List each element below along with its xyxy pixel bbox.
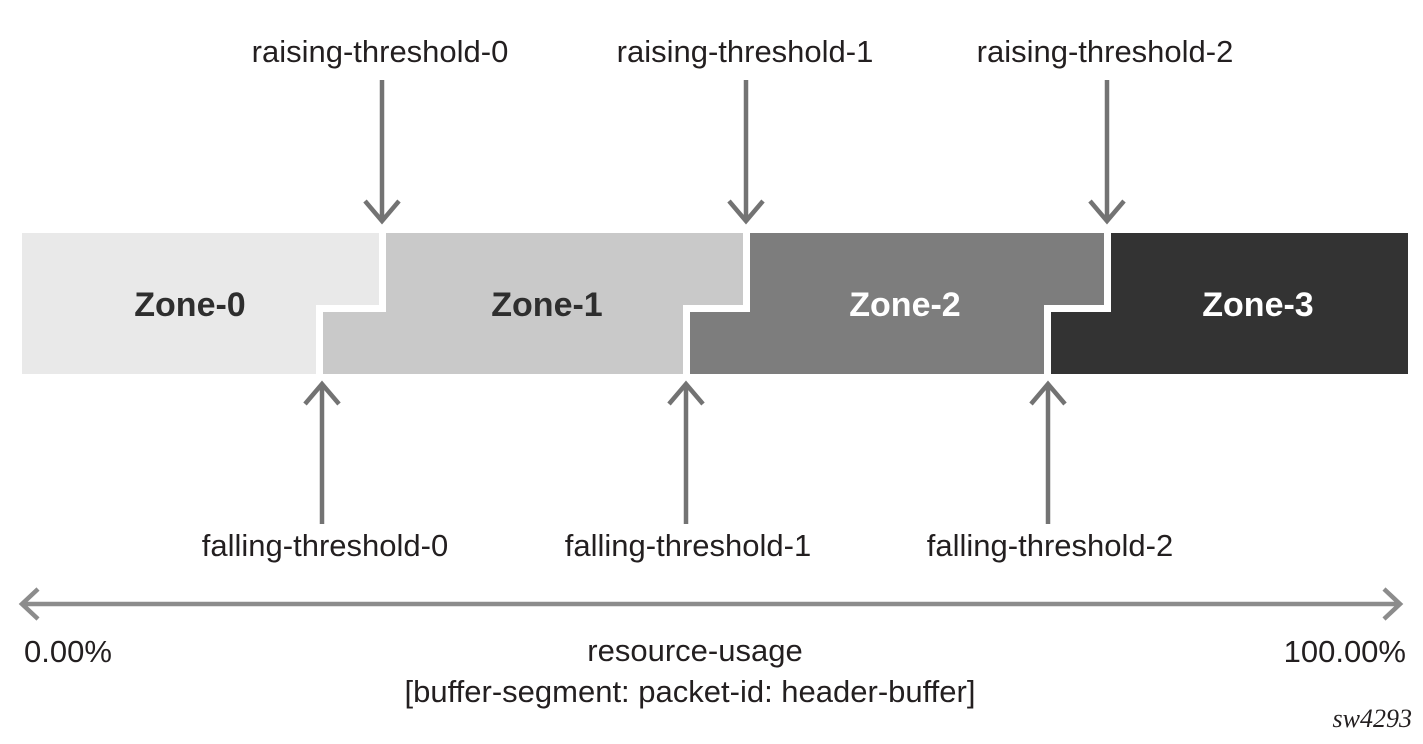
falling-threshold-2-arrow-icon — [1029, 380, 1067, 524]
raising-threshold-1-arrow-icon — [727, 80, 765, 225]
falling-threshold-2-label: falling-threshold-2 — [927, 528, 1173, 563]
axis-labels: 0.00% 100.00% resource-usage [buffer-seg… — [24, 633, 1412, 733]
zone-2-region — [690, 233, 1104, 374]
raising-threshold-1-label: raising-threshold-1 — [617, 34, 874, 69]
raising-threshold-arrows — [363, 80, 1126, 225]
falling-threshold-0-label: falling-threshold-0 — [202, 528, 448, 563]
axis-min-label: 0.00% — [24, 634, 112, 669]
raising-threshold-2-label: raising-threshold-2 — [977, 34, 1234, 69]
figure-watermark: sw4293 — [1333, 704, 1412, 733]
zone-3-region — [1051, 233, 1408, 374]
raising-threshold-0-label: raising-threshold-0 — [252, 34, 509, 69]
raising-threshold-0-arrow-icon — [363, 80, 401, 225]
zone-1-label: Zone-1 — [491, 286, 602, 324]
threshold-labels: raising-threshold-0 raising-threshold-1 … — [202, 34, 1234, 563]
zone-bar: Zone-0 Zone-1 Zone-2 Zone-3 — [22, 233, 1408, 374]
zone-1-region — [323, 233, 743, 374]
resource-usage-axis — [18, 587, 1404, 621]
zone-3-label: Zone-3 — [1202, 286, 1313, 324]
axis-subtitle: [buffer-segment: packet-id: header-buffe… — [405, 674, 976, 709]
raising-threshold-2-arrow-icon — [1088, 80, 1126, 225]
axis-double-arrow-icon — [18, 587, 1404, 621]
falling-threshold-1-label: falling-threshold-1 — [565, 528, 811, 563]
zone-2-label: Zone-2 — [849, 286, 960, 324]
axis-title: resource-usage — [587, 633, 802, 668]
zone-0-label: Zone-0 — [134, 286, 245, 324]
falling-threshold-1-arrow-icon — [667, 380, 705, 524]
falling-threshold-0-arrow-icon — [303, 380, 341, 524]
axis-max-label: 100.00% — [1284, 634, 1406, 669]
zone-0-region — [22, 233, 379, 374]
falling-threshold-arrows — [303, 380, 1067, 524]
